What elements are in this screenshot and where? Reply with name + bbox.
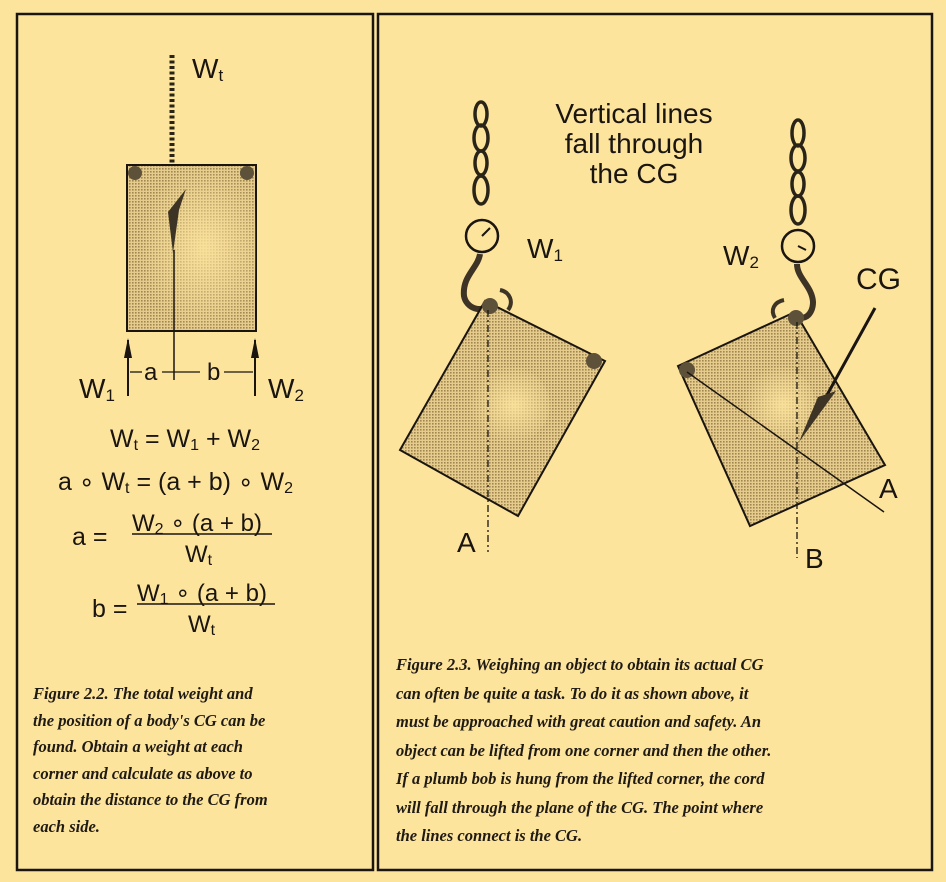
hook-tip-left xyxy=(499,288,513,312)
corner-dot xyxy=(586,353,602,369)
equation-a: a = W2 ∘ (a + b) Wt xyxy=(72,510,272,569)
caption-line: Figure 2.3. Weighing an object to obtain… xyxy=(396,655,764,674)
label-a-right: A xyxy=(879,473,898,504)
label-a-left: A xyxy=(457,527,476,558)
cg-arrowhead xyxy=(799,391,836,442)
figure-2-2-caption: Figure 2.2. The total weight and the pos… xyxy=(33,681,268,840)
equation-b: b = W1 ∘ (a + b) Wt xyxy=(92,580,275,639)
hanging-block-left: W1 A xyxy=(398,100,607,558)
caption-line: can often be quite a task. To do it as s… xyxy=(396,683,749,703)
equation-a-numerator: W2 ∘ (a + b) xyxy=(132,510,262,538)
caption-line: the position of a body's CG can be xyxy=(33,710,266,730)
equation-b-numerator: W1 ∘ (a + b) xyxy=(137,580,267,608)
caption-line: obtain the distance to the CG from xyxy=(33,790,268,809)
cg-pointer xyxy=(825,307,877,396)
corner-dot-right xyxy=(240,166,254,180)
figure-2-3-heading: Vertical lines fall through the CG xyxy=(555,98,712,189)
equation-a-denominator: Wt xyxy=(185,541,213,569)
block-highlight xyxy=(735,365,815,445)
equation-b-lhs: b = xyxy=(92,595,127,623)
gauge-needle xyxy=(797,245,807,251)
equations: Wt = W1 + W2 a ∘ Wt = (a + b) ∘ W2 a = W… xyxy=(58,425,293,639)
hook-tip-right xyxy=(770,298,785,320)
label-wt: Wt xyxy=(192,53,223,85)
caption-line: each side. xyxy=(33,816,100,836)
caption-line: If a plumb bob is hung from the lifted c… xyxy=(396,769,765,788)
caption-line: the lines connect is the CG. xyxy=(396,826,583,845)
figure-2-3-caption: Figure 2.3. Weighing an object to obtain… xyxy=(396,651,771,851)
figure-2-2-diagram: Wt a b W1 W2 xyxy=(79,53,304,405)
label-w2: W2 xyxy=(723,240,759,272)
caption-line: object can be lifted from one corner and… xyxy=(396,740,772,760)
hook-right xyxy=(794,263,817,321)
label-w2: W2 xyxy=(268,373,304,405)
figure-2-2-frame xyxy=(15,12,375,872)
label-w1: W1 xyxy=(527,233,563,265)
caption-line: corner and calculate as above to xyxy=(33,763,253,783)
label-b: b xyxy=(207,359,220,386)
w2-arrowhead xyxy=(251,338,259,358)
label-b: B xyxy=(805,543,824,574)
label-a: a xyxy=(144,359,158,386)
block-highlight xyxy=(460,365,550,445)
caption-line: Figure 2.2. The total weight and xyxy=(33,684,253,703)
equation-moment: a ∘ Wt = (a + b) ∘ W2 xyxy=(58,468,293,497)
heading-line: fall through xyxy=(565,128,704,159)
label-cg: CG xyxy=(856,263,901,296)
label-w1: W1 xyxy=(79,373,115,405)
caption-line: must be approached with great caution an… xyxy=(396,712,762,731)
figure-2-3-frame xyxy=(376,12,934,872)
heading-line: the CG xyxy=(590,158,679,189)
caption-line: found. Obtain a weight at each xyxy=(33,737,243,756)
corner-dot-left xyxy=(128,166,142,180)
chain-right xyxy=(789,118,807,226)
corner-dot xyxy=(788,310,804,326)
block-highlight xyxy=(127,165,256,331)
corner-dot xyxy=(482,298,498,314)
hanging-block-right: W2 CG A B xyxy=(676,118,901,574)
heading-line: Vertical lines xyxy=(555,98,712,129)
caption-line: will fall through the plane of the CG. T… xyxy=(396,797,764,817)
gauge-needle xyxy=(481,227,491,237)
w1-arrowhead xyxy=(124,338,132,358)
plumb-line-a xyxy=(686,371,885,513)
equation-b-denominator: Wt xyxy=(188,611,216,639)
cg-arrow xyxy=(168,189,186,253)
chain-left xyxy=(472,100,490,206)
equation-total-weight: Wt = W1 + W2 xyxy=(110,425,260,454)
equation-a-lhs: a = xyxy=(72,523,107,551)
